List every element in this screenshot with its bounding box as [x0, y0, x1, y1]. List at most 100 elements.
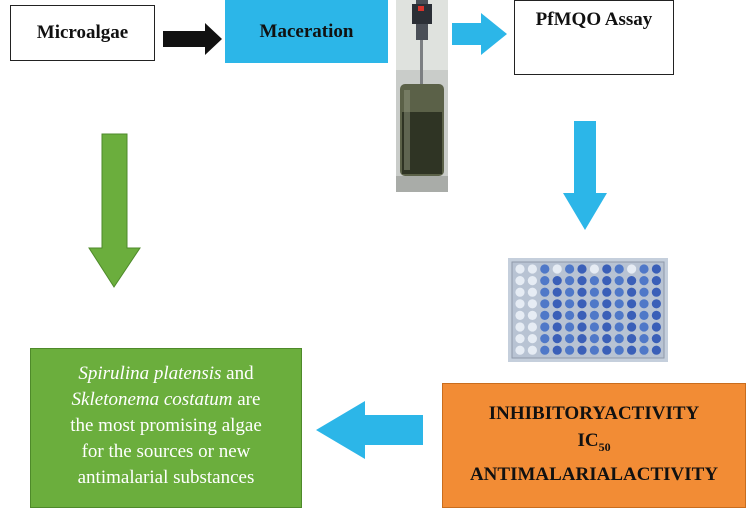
plate-well [552, 299, 562, 309]
arrow-microalgae-down [88, 133, 141, 288]
activity-line-inhibitory: INHIBITORYACTIVITY [488, 403, 700, 424]
plate-well [651, 310, 661, 320]
plate-well [651, 299, 661, 309]
plate-well [515, 345, 525, 355]
plate-well [639, 287, 649, 297]
maceration-apparatus-photo [396, 0, 448, 192]
plate-well [577, 310, 587, 320]
microalgae-label: Microalgae [36, 22, 129, 43]
plate-well [602, 322, 612, 332]
plate-well [527, 299, 537, 309]
plate-well [515, 310, 525, 320]
plate-well [540, 276, 550, 286]
conclusion-node: Spirulina platensis and Skletonema costa… [30, 348, 302, 508]
plate-well [577, 264, 587, 274]
plate-well [515, 264, 525, 274]
plate-well [565, 276, 575, 286]
plate-well [552, 264, 562, 274]
96-well-assay-plate-photo [508, 258, 668, 362]
plate-well [515, 334, 525, 344]
plate-well [565, 287, 575, 297]
plate-well [651, 334, 661, 344]
plate-well [565, 322, 575, 332]
plate-well [552, 310, 562, 320]
activity-node: INHIBITORYACTIVITY IC50 ANTIMALARIALACTI… [442, 383, 746, 508]
plate-well [614, 322, 624, 332]
plate-well [627, 299, 637, 309]
maceration-label: Maceration [259, 20, 354, 42]
ic-subscript: 50 [598, 439, 611, 454]
ic-label: IC [577, 430, 599, 451]
plate-well [602, 310, 612, 320]
microalgae-node: Microalgae [10, 5, 155, 61]
plate-well [627, 334, 637, 344]
plate-well [565, 299, 575, 309]
plate-well [515, 287, 525, 297]
plate-well [577, 334, 587, 344]
plate-well [614, 310, 624, 320]
plate-well [565, 310, 575, 320]
plate-well [602, 334, 612, 344]
plate-well [565, 334, 575, 344]
plate-well [515, 299, 525, 309]
activity-line-ic50: IC50 [577, 427, 610, 461]
plate-well [651, 276, 661, 286]
plate-well [602, 345, 612, 355]
plate-well [627, 310, 637, 320]
plate-well [614, 345, 624, 355]
verb-are: are [232, 389, 261, 410]
plate-well [527, 276, 537, 286]
plate-well [577, 345, 587, 355]
plate-well [540, 264, 550, 274]
arrow-microalgae-to-maceration [163, 23, 222, 55]
plate-well [527, 310, 537, 320]
plate-well [527, 264, 537, 274]
plate-well [627, 276, 637, 286]
plate-well [589, 287, 599, 297]
activity-line-antimalarial: ANTIMALARIALACTIVITY [469, 463, 719, 485]
maceration-node: Maceration [225, 0, 388, 63]
assay-node: PfMQO Assay [514, 0, 674, 75]
plate-well [515, 276, 525, 286]
plate-well [589, 334, 599, 344]
plate-well [627, 322, 637, 332]
plate-well [527, 345, 537, 355]
plate-well [602, 264, 612, 274]
assay-label: PfMQO Assay [535, 9, 653, 30]
plate-well [565, 345, 575, 355]
plate-well [577, 322, 587, 332]
plate-well [577, 287, 587, 297]
plate-well [639, 264, 649, 274]
plate-well [614, 276, 624, 286]
plate-well [527, 287, 537, 297]
plate-well [577, 299, 587, 309]
plate-well [527, 334, 537, 344]
conj-and: and [221, 363, 254, 384]
arrow-assay-to-plate [563, 121, 607, 230]
plate-well [552, 287, 562, 297]
plate-well [614, 287, 624, 297]
plate-well [515, 322, 525, 332]
plate-well [639, 299, 649, 309]
plate-well [651, 287, 661, 297]
conclusion-text: Spirulina platensis and Skletonema costa… [61, 361, 271, 491]
species-skletonema: Skletonema costatum [71, 389, 233, 410]
plate-well [614, 334, 624, 344]
plate-well [589, 345, 599, 355]
plate-well [602, 276, 612, 286]
plate-well [589, 299, 599, 309]
plate-well [589, 322, 599, 332]
plate-well [627, 345, 637, 355]
plate-well [639, 345, 649, 355]
plate-well [540, 334, 550, 344]
plate-well [552, 322, 562, 332]
plate-well [651, 345, 661, 355]
plate-well [589, 264, 599, 274]
plate-well [627, 264, 637, 274]
plate-well [614, 264, 624, 274]
plate-well [540, 299, 550, 309]
plate-well [540, 345, 550, 355]
plate-well [540, 310, 550, 320]
plate-well [602, 287, 612, 297]
